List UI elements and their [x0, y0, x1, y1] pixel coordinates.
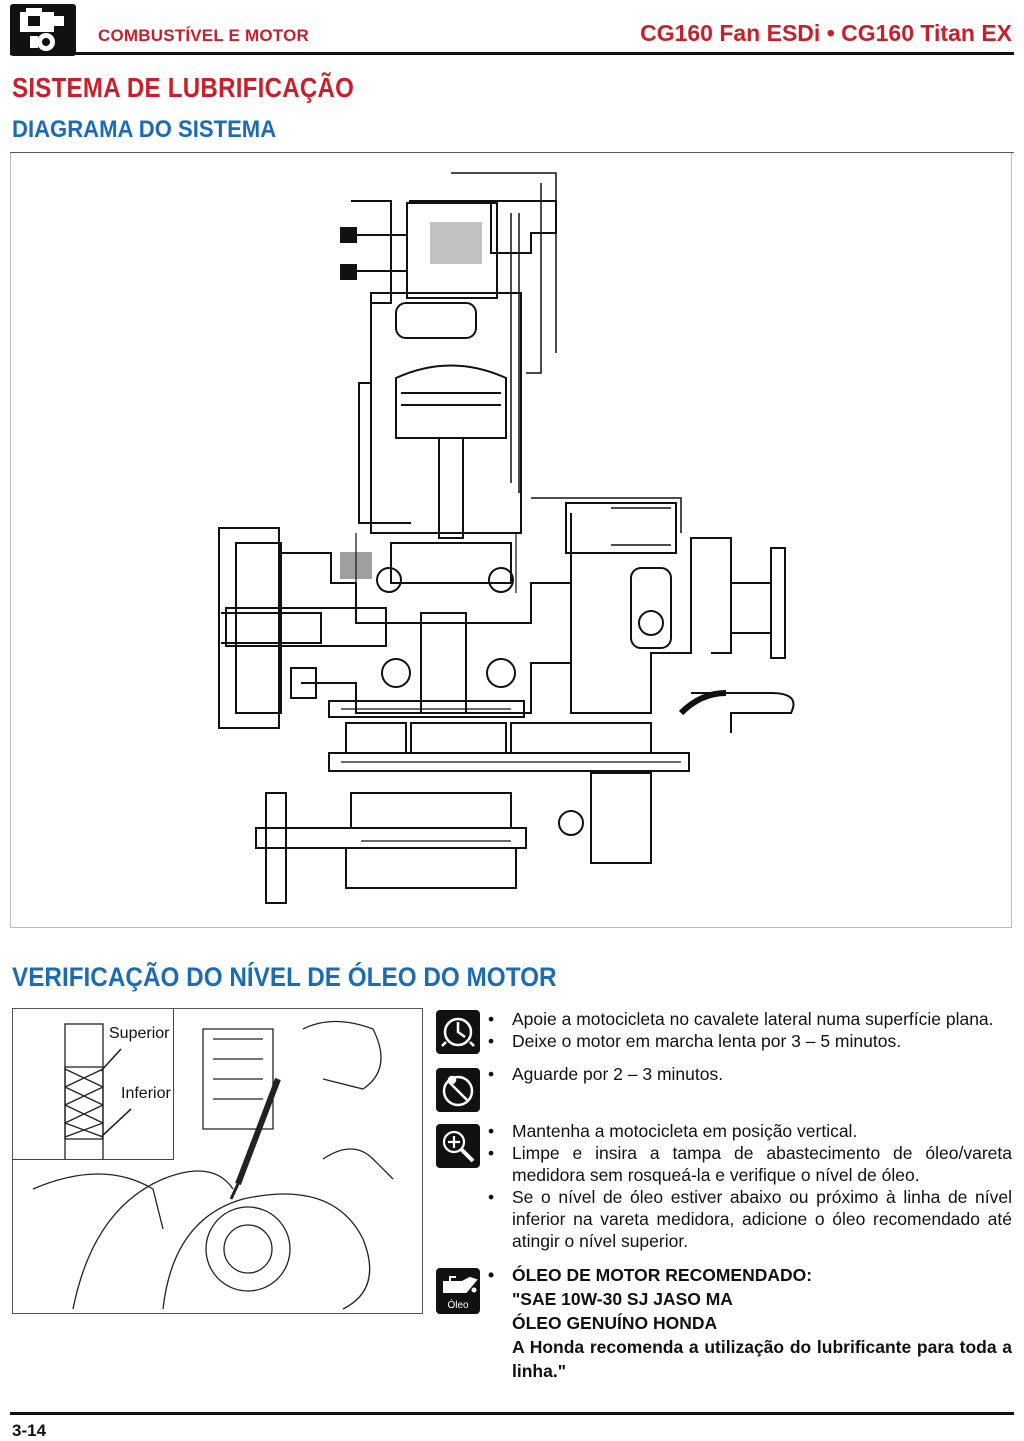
lower-level-label: Inferior: [121, 1085, 171, 1102]
inspection-icon: [436, 1124, 480, 1168]
step-3-item-2: Limpe e insira a tampa de abastecimento …: [486, 1142, 1012, 1186]
dipstick-inset: Superior Inferior: [13, 1009, 174, 1165]
step-1-list: Apoie a motocicleta no cavalete lateral …: [486, 1008, 1012, 1052]
dipstick-illustration: Superior Inferior: [12, 1008, 423, 1314]
oil-can-icon: Óleo: [436, 1268, 480, 1314]
lubrication-diagram: [10, 153, 1012, 928]
engine-icon: [10, 4, 76, 56]
oil-spec: "SAE 10W-30 SJ JASO MA: [512, 1289, 733, 1309]
footer-divider: [10, 1412, 1014, 1415]
step-3-list: Mantenha a motocicleta em posição vertic…: [486, 1120, 1012, 1252]
step-2-item-1: Aguarde por 2 – 3 minutos.: [486, 1063, 1012, 1085]
oil-recommendation: ÓLEO DE MOTOR RECOMENDADO: "SAE 10W-30 S…: [486, 1263, 1012, 1383]
diagram-title: DIAGRAMA DO SISTEMA: [12, 116, 277, 143]
oil-check-heading: VERIFICAÇÃO DO NÍVEL DE ÓLEO DO MOTOR: [12, 962, 557, 992]
header-divider: [10, 52, 1014, 55]
page-number: 3-14: [12, 1421, 47, 1440]
step-3-item-3: Se o nível de óleo estiver abaixo ou pró…: [486, 1186, 1012, 1252]
page-title: SISTEMA DE LUBRIFICAÇÃO: [12, 72, 355, 103]
section-label: COMBUSTÍVEL E MOTOR: [98, 26, 309, 45]
step-1-item-2: Deixe o motor em marcha lenta por 3 – 5 …: [486, 1030, 1012, 1052]
oil-heading: ÓLEO DE MOTOR RECOMENDADO:: [486, 1263, 1012, 1287]
upper-level-label: Superior: [109, 1025, 170, 1042]
model-title: CG160 Fan ESDi • CG160 Titan EX: [640, 20, 1012, 46]
engine-stop-icon: [436, 1068, 480, 1112]
step-1-item-1: Apoie a motocicleta no cavalete lateral …: [486, 1008, 1012, 1030]
oil-icon-label: Óleo: [447, 1300, 469, 1311]
engine-running-icon: [436, 1010, 480, 1054]
step-3-item-1: Mantenha a motocicleta em posição vertic…: [486, 1120, 1012, 1142]
step-2-list: Aguarde por 2 – 3 minutos.: [486, 1063, 1012, 1085]
oil-brand: ÓLEO GENUÍNO HONDA: [512, 1313, 718, 1333]
subtitle-divider: [10, 152, 1014, 153]
oil-note: A Honda recomenda a utilização do lubrif…: [512, 1337, 1012, 1381]
